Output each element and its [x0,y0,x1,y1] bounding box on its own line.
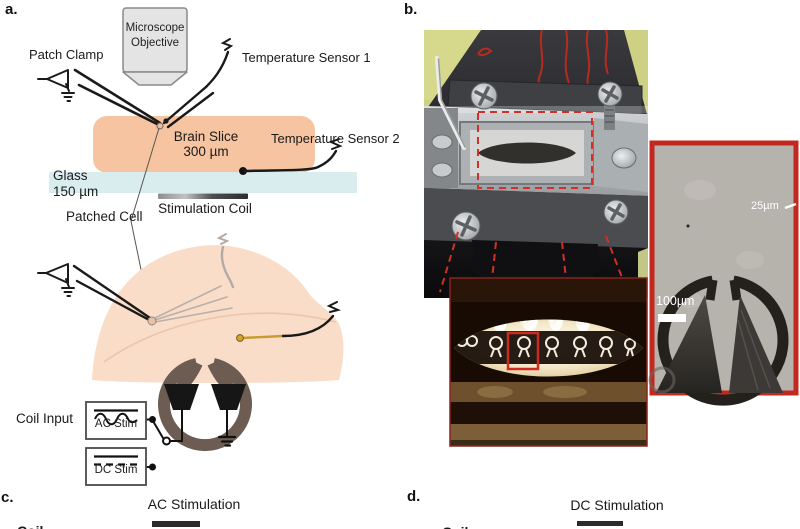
patched-cell-label: Patched Cell [66,209,143,224]
patch-clamp-symbol-bottom [37,263,153,323]
dc-stim-box [85,447,147,486]
coil-wiring [145,409,237,471]
red-highlight-box [506,331,540,371]
panel-c-title: AC Stimulation [147,496,241,512]
glass-shape [49,172,357,193]
panel-a-label: a. [5,1,18,18]
metal-pin [435,56,466,150]
screws [451,81,629,241]
pipette-tip-cell [156,122,164,130]
panel-d-coil-row-label: Coil [442,524,468,529]
panel-d-label: d. [407,488,421,505]
red-perspective-dashes [439,231,627,298]
brain-slice-thickness-label: 300 µm [183,144,229,159]
temperature-sensor-1-wire [162,38,234,129]
microcoil-ring [657,275,789,406]
ac-stim-label: AC Stim [94,418,138,430]
brain-slice-shape [93,116,315,173]
scale-25um-label: 25µm [751,200,779,212]
slice-silhouette [478,142,576,164]
panel-d-title: DC Stimulation [570,497,664,513]
slice-inner-edge [103,312,337,363]
tip-knot [163,118,169,124]
panel-b-label: b. [404,1,418,18]
coil-pad-left [164,384,199,410]
side-view-diagram [37,7,357,319]
panel-b-photos [424,30,799,447]
red-dashed-outline [477,111,593,189]
coil-input-label: Coil Input [16,411,74,426]
panel-d-waveform-bar [577,521,623,526]
glass-thickness-label: 150 µm [53,184,99,199]
dc-stim-label: DC Stim [94,464,138,476]
gray-sensor-wires [154,233,235,323]
panel-c-coil-row-label: Coil [17,523,43,529]
panel-c-waveform-bar [152,521,200,527]
patched-cell-shape [147,316,157,326]
gold-sensor-wire [236,301,342,342]
brain-slice-topview-shape [92,245,344,383]
scale-100um-label: 100µm [656,294,695,308]
ac-stim-box [85,401,147,440]
coil-glyphs [456,335,636,358]
coil-pad-right [211,384,246,410]
brain-slice-label: Brain Slice [173,129,239,144]
temperature-sensor-2-wire [239,138,343,175]
microscope-objective-shape [122,7,188,86]
stimulation-coil-bar [158,193,248,199]
stimulation-coil-label: Stimulation Coil [158,201,252,216]
glass-label: Glass [53,168,88,183]
microscope-objective-label: Microscope Objective [125,22,185,49]
lead-trace-left [656,295,722,393]
top-view-diagram [37,233,344,486]
panel-c-label: c. [1,489,14,506]
lead-trace-right [729,295,783,393]
panel-a-schematic [37,7,357,486]
device-photo [424,30,648,298]
patch-clamp-symbol-top [37,68,163,128]
scale-bar [658,314,686,322]
coil-array-inset-photo [449,277,648,447]
patch-clamp-label: Patch Clamp [29,47,104,62]
temperature-sensor-2-label: Temperature Sensor 2 [271,131,400,146]
temperature-sensor-1-label: Temperature Sensor 1 [242,50,371,65]
scale-tick [784,202,797,210]
microscope-inset [648,140,799,406]
